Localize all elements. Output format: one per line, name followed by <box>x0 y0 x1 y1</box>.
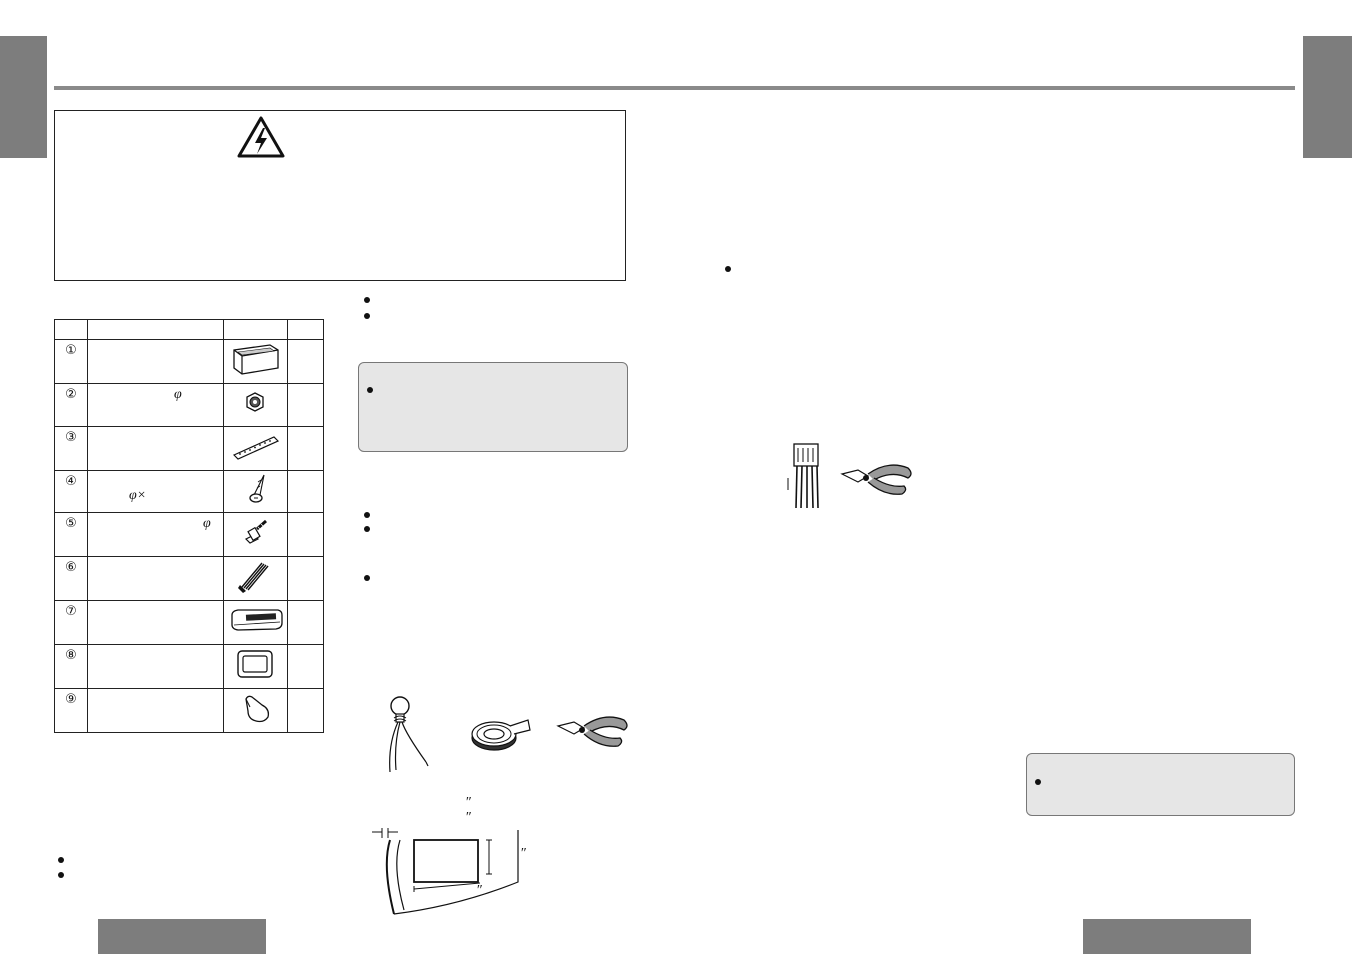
table-row: ⑨ <box>54 688 324 733</box>
hex-nut-icon <box>246 392 264 412</box>
table-row: ⑥ <box>54 556 324 601</box>
inch-mark: ″ <box>465 810 471 825</box>
header-rule <box>54 86 1295 90</box>
pouch-icon <box>245 695 270 723</box>
part-illustration <box>223 383 288 427</box>
bullet <box>367 387 373 393</box>
bullet <box>364 526 370 532</box>
part-description <box>87 600 224 645</box>
phi-symbol: φ <box>174 387 182 402</box>
part-number: ⑦ <box>54 600 88 645</box>
table-row: ⑦ <box>54 600 324 645</box>
key-set-icon <box>238 562 269 593</box>
part-description: φ <box>87 512 224 557</box>
bullet <box>364 512 370 518</box>
right-side-tab <box>1303 36 1352 158</box>
part-illustration <box>223 688 288 733</box>
note-box <box>358 362 628 452</box>
phi-times-symbol: φ× <box>129 488 147 503</box>
part-description <box>87 426 224 471</box>
part-number: ③ <box>54 426 88 471</box>
left-footer-bar <box>98 919 266 954</box>
insulating-tape-icon <box>471 719 531 751</box>
mounting-strap-icon <box>232 436 280 460</box>
bullet <box>58 857 64 863</box>
table-row: ③ <box>54 426 324 471</box>
part-number: ⑤ <box>54 512 88 557</box>
inch-mark: ″ <box>476 883 482 898</box>
part-illustration <box>223 426 288 471</box>
inch-mark: ″ <box>520 846 526 861</box>
part-illustration <box>223 470 288 513</box>
phi-symbol: φ <box>203 516 211 531</box>
dashboard-cutout-diagram <box>372 828 519 915</box>
mounting-collar-icon <box>233 344 279 375</box>
bullet <box>364 297 370 303</box>
part-number: ② <box>54 383 88 427</box>
table-row: ① <box>54 339 324 384</box>
part-illustration <box>223 339 288 384</box>
table-row: ⑧ <box>54 644 324 689</box>
left-side-tab <box>0 36 47 158</box>
part-illustration <box>223 644 288 689</box>
pliers-icon <box>840 464 912 495</box>
part-description <box>87 339 224 384</box>
connector-icon <box>787 443 819 509</box>
part-description: φ× <box>87 470 224 513</box>
part-number: ① <box>54 339 88 384</box>
part-description <box>87 644 224 689</box>
part-illustration <box>223 512 288 557</box>
trim-plate-icon <box>237 650 273 678</box>
part-number: ⑧ <box>54 644 88 689</box>
lightning-warning-icon <box>237 116 285 158</box>
table-row: ② φ <box>54 383 324 427</box>
parts-table-header <box>54 319 324 340</box>
bullet <box>725 266 731 272</box>
test-lamp-icon <box>389 696 429 773</box>
warning-box <box>54 110 626 281</box>
bullet <box>364 575 370 581</box>
inch-mark: ″ <box>465 795 471 810</box>
bullet <box>58 872 64 878</box>
part-number: ④ <box>54 470 88 513</box>
part-description <box>87 556 224 601</box>
remote-case-icon <box>231 609 283 631</box>
part-illustration <box>223 556 288 601</box>
bullet <box>1035 779 1041 785</box>
table-row: ④ φ× <box>54 470 324 513</box>
wire-cutter-icon <box>556 716 628 747</box>
part-illustration <box>223 600 288 645</box>
part-number: ⑨ <box>54 688 88 733</box>
note-box <box>1026 753 1295 816</box>
table-row: ⑤ φ <box>54 512 324 557</box>
parts-table: ① ② φ ③ <box>54 319 324 733</box>
right-footer-bar <box>1083 919 1251 954</box>
part-description <box>87 688 224 733</box>
bullet <box>364 313 370 319</box>
tapping-screw-icon <box>249 474 265 503</box>
part-number: ⑥ <box>54 556 88 601</box>
mounting-bolt-icon <box>244 519 267 544</box>
part-description: φ <box>87 383 224 427</box>
